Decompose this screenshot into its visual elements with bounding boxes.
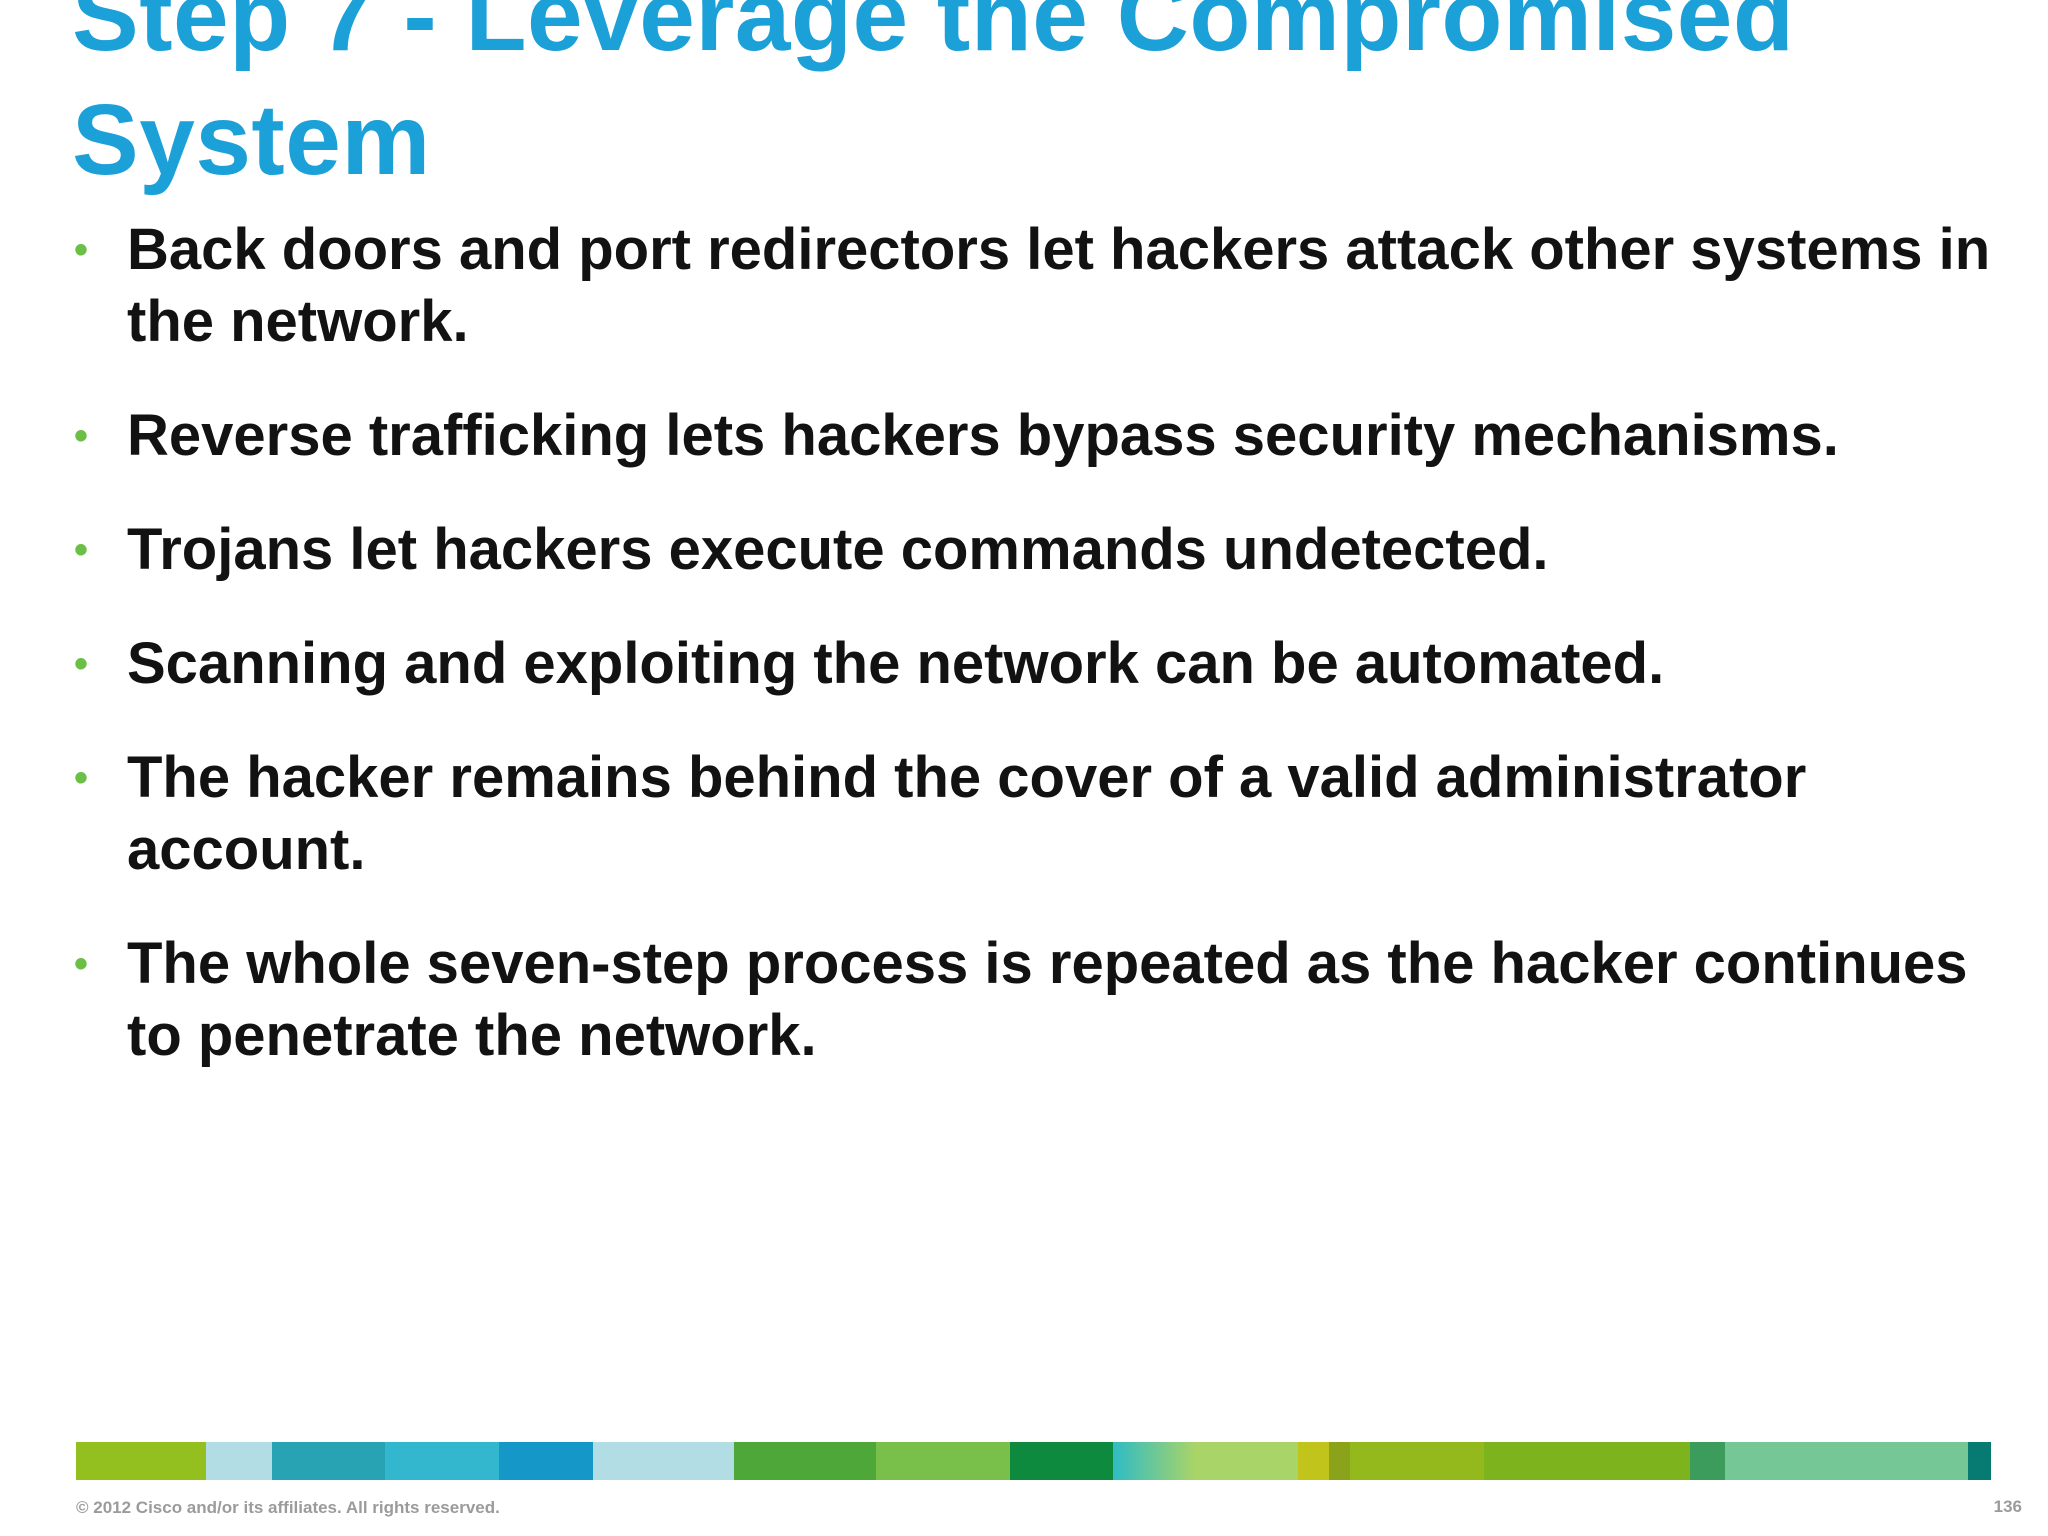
color-bar-segment xyxy=(875,1442,1010,1480)
bullet-item: • The whole seven-step process is repeat… xyxy=(74,928,1994,1072)
bullet-text: Back doors and port redirectors let hack… xyxy=(127,217,1991,354)
color-bar-segment xyxy=(1846,1442,1969,1480)
bullet-item: • Back doors and port redirectors let ha… xyxy=(74,214,1994,358)
bullet-list: • Back doors and port redirectors let ha… xyxy=(74,214,1994,1114)
bullet-icon: • xyxy=(74,942,89,986)
slide-title-line-2: System xyxy=(72,84,431,196)
color-bar-segment xyxy=(1112,1442,1196,1480)
bullet-text: The whole seven-step process is repeated… xyxy=(127,931,1968,1068)
bullet-icon: • xyxy=(74,228,89,272)
color-bar-segment xyxy=(205,1442,272,1480)
decorative-color-bar xyxy=(76,1442,1991,1480)
copyright-footer: © 2012 Cisco and/or its affiliates. All … xyxy=(76,1498,500,1517)
bullet-text: Reverse trafficking lets hackers bypass … xyxy=(127,403,1839,468)
color-bar-segment xyxy=(498,1442,594,1480)
bullet-item: • The hacker remains behind the cover of… xyxy=(74,742,1994,886)
bullet-icon: • xyxy=(74,528,89,572)
color-bar-segment xyxy=(1724,1442,1847,1480)
bullet-text: Scanning and exploiting the network can … xyxy=(127,631,1665,696)
bullet-item: • Reverse trafficking lets hackers bypas… xyxy=(74,400,1994,472)
color-bar-segment xyxy=(733,1442,876,1480)
color-bar-segment xyxy=(1968,1442,1991,1480)
slide-title: Step 7 - Leverage the Compromised System xyxy=(72,0,2032,202)
bullet-icon: • xyxy=(74,756,89,800)
page-number: 136 xyxy=(1993,1497,2022,1516)
color-bar-segment xyxy=(663,1442,734,1480)
color-bar-segment xyxy=(1483,1442,1690,1480)
bullet-item: • Trojans let hackers execute commands u… xyxy=(74,514,1994,586)
color-bar-segment xyxy=(1329,1442,1350,1480)
color-bar-segment xyxy=(1195,1442,1299,1480)
color-bar-segment xyxy=(1349,1442,1484,1480)
bullet-item: • Scanning and exploiting the network ca… xyxy=(74,628,1994,700)
bullet-icon: • xyxy=(74,642,89,686)
bullet-text: The hacker remains behind the cover of a… xyxy=(127,745,1807,882)
bullet-icon: • xyxy=(74,414,89,458)
slide-title-line-1: Step 7 - Leverage the Compromised xyxy=(72,0,1795,72)
color-bar-segment xyxy=(593,1442,664,1480)
color-bar-segment xyxy=(385,1442,499,1480)
color-bar-segment xyxy=(1009,1442,1113,1480)
color-bar-segment xyxy=(1689,1442,1725,1480)
bullet-text: Trojans let hackers execute commands und… xyxy=(127,517,1549,582)
color-bar-segment xyxy=(271,1442,386,1480)
color-bar-segment xyxy=(76,1442,206,1480)
color-bar-segment xyxy=(1298,1442,1330,1480)
